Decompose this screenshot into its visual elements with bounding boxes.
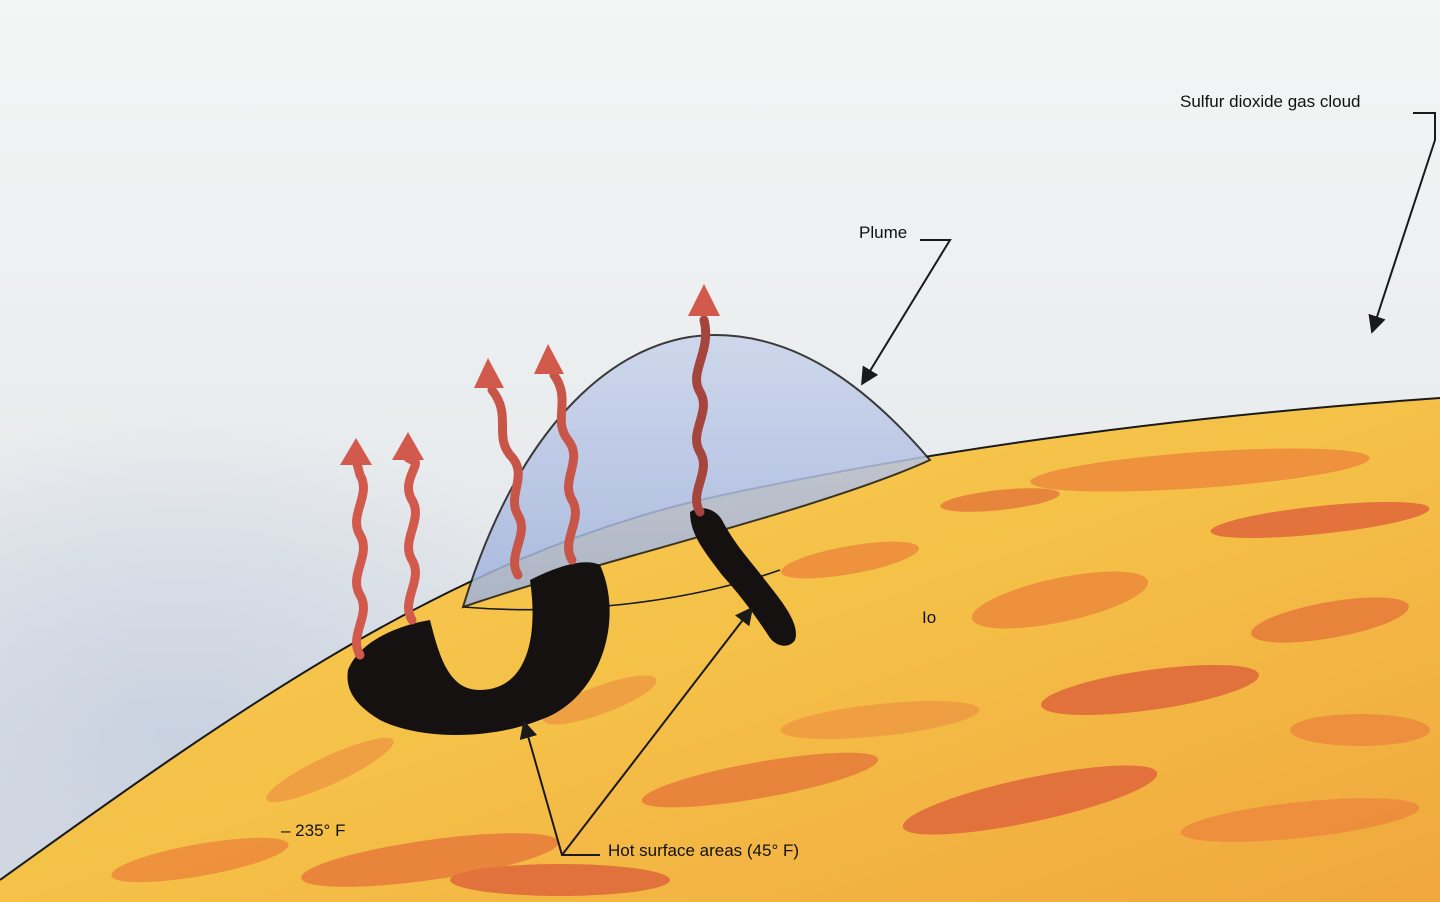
cold-temp-label: – 235° F xyxy=(281,822,345,839)
plume-label: Plume xyxy=(859,224,907,241)
hot-areas-label: Hot surface areas (45° F) xyxy=(608,842,799,859)
io-label: Io xyxy=(922,609,936,626)
gas-cloud-label: Sulfur dioxide gas cloud xyxy=(1180,93,1361,110)
